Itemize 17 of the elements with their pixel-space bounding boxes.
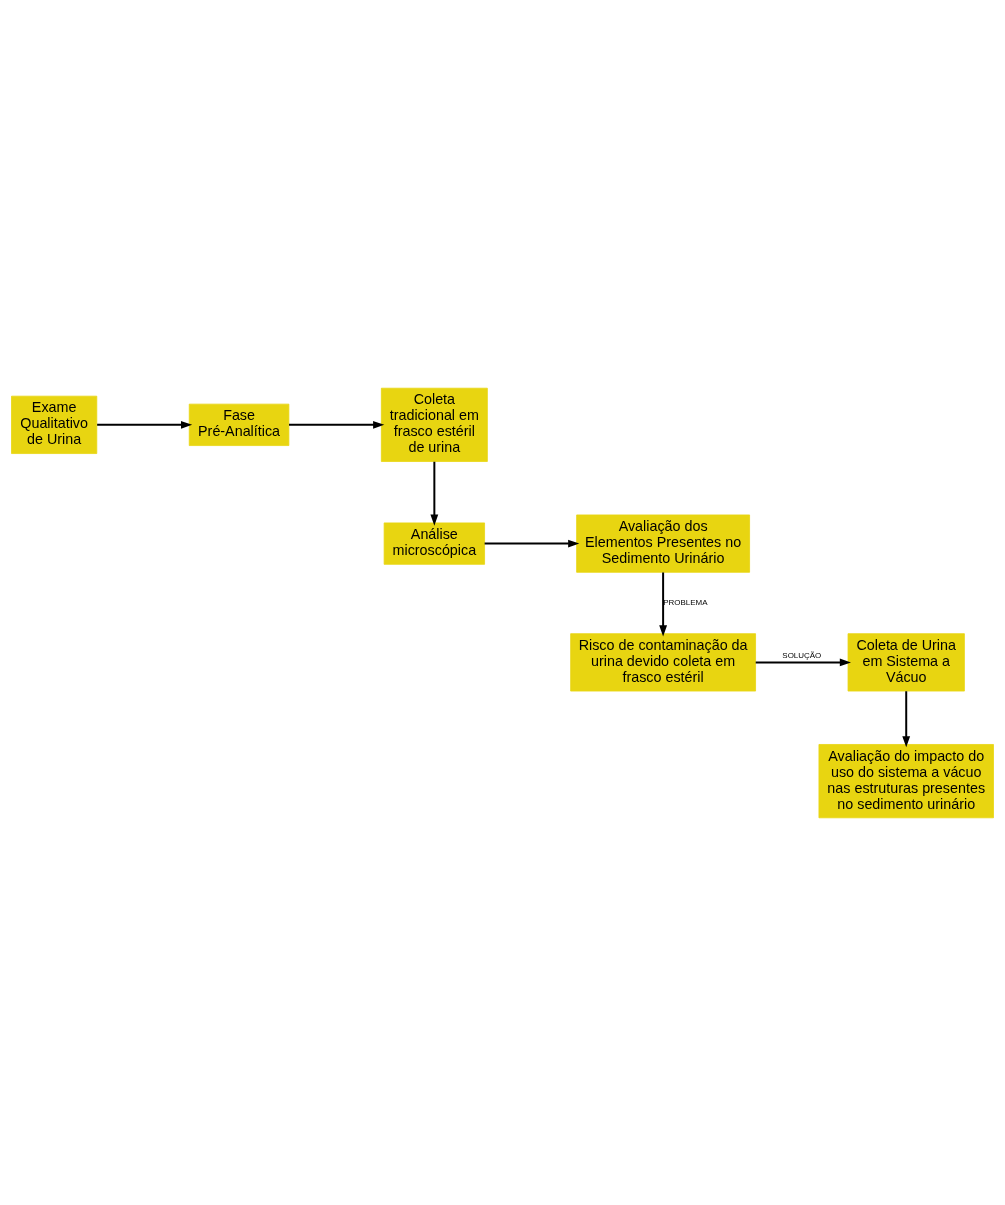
arrow <box>288 420 385 429</box>
arrow <box>902 689 911 747</box>
node-box: Análise microscópica <box>383 522 485 565</box>
arrow <box>430 460 439 526</box>
node-box: Coleta de Urina em Sistema a Vácuo <box>847 632 965 691</box>
node-box: Avaliação dos Elementos Presentes no Sedimento Urinário <box>576 514 750 573</box>
node-box: Avaliação do impacto do uso do sistema a vácuo nas estruturas presentes no sedimento urinário <box>818 743 994 818</box>
node-box: Fase Pré-Analítica <box>188 403 290 446</box>
node-box: Exame Qualitativo de Urina <box>11 395 98 454</box>
node-box: Coleta tradicional em frasco estéril de urina <box>380 387 488 462</box>
arrow <box>483 539 580 548</box>
edge-label: SOLUÇÃO <box>782 650 822 660</box>
node-box: Risco de contaminação da urina devido coleta em frasco estéril <box>570 632 756 691</box>
edge-label: PROBLEMA <box>663 597 708 607</box>
arrow <box>754 657 851 666</box>
arrow <box>96 420 193 429</box>
arrow <box>659 571 668 637</box>
